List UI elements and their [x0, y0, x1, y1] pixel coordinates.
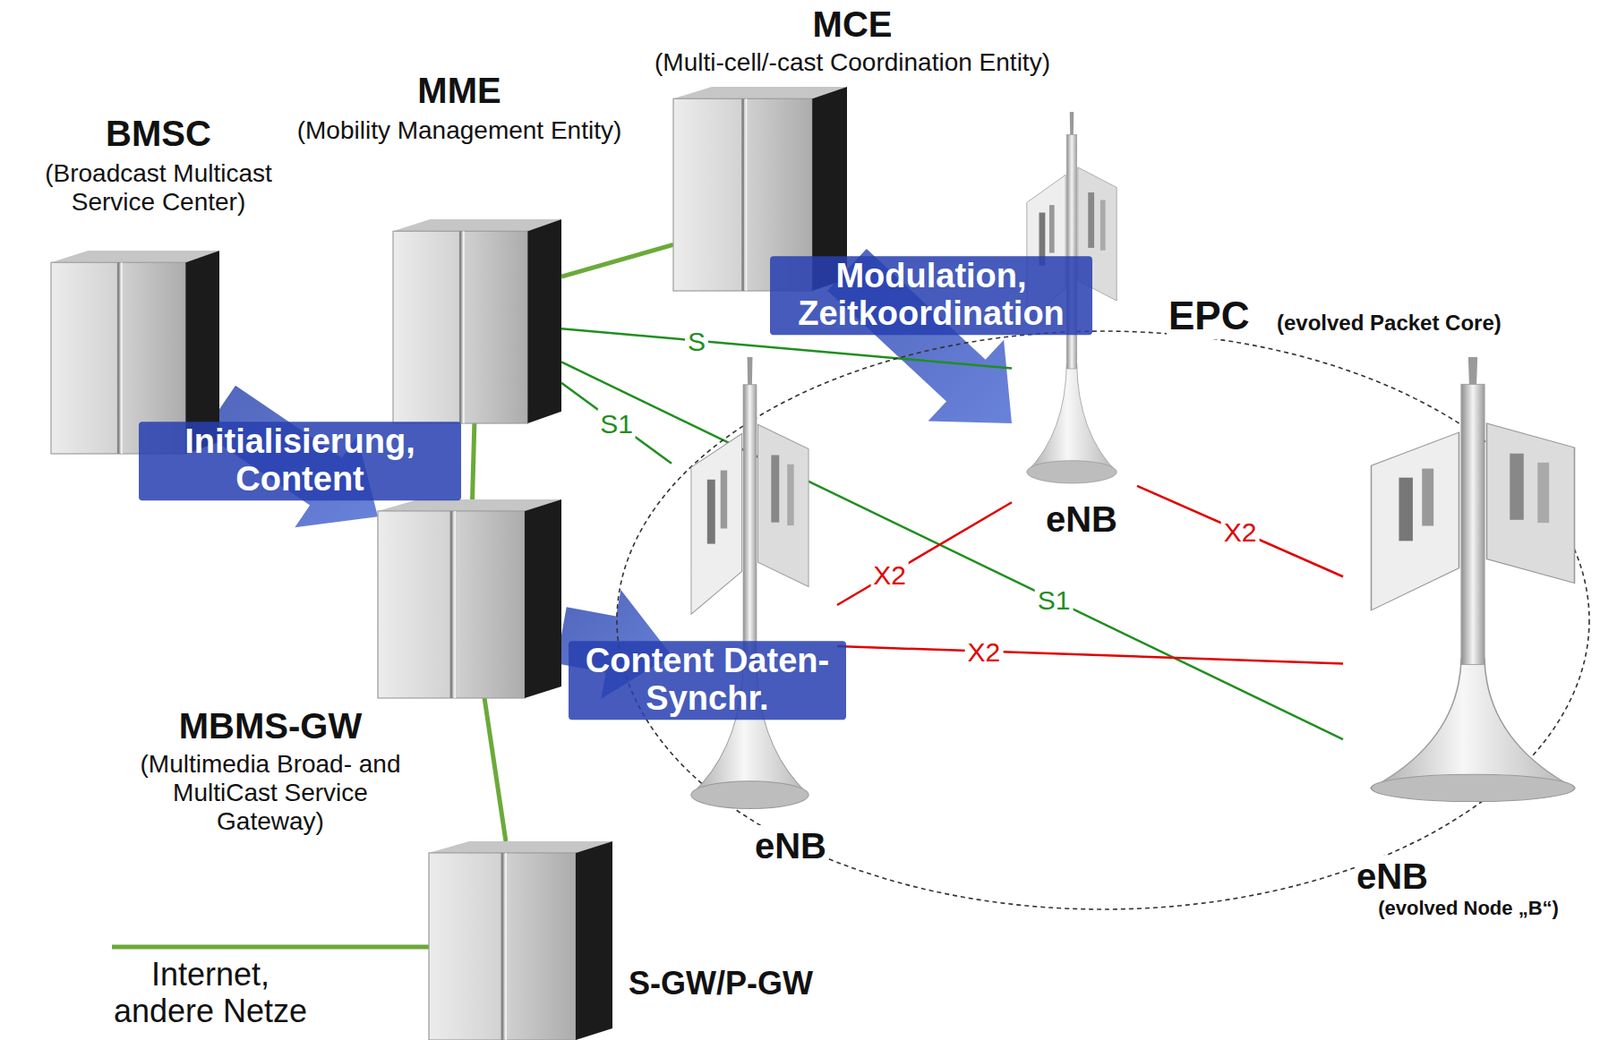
node-heading: BMSC: [103, 112, 214, 155]
server-box: MME(Mobility Management Entity): [393, 219, 562, 424]
antenna-tower: [1357, 357, 1589, 810]
flow-label: Modulation, Zeitkoordination: [770, 256, 1093, 335]
node-heading: eNB: [1354, 855, 1430, 898]
interface-label: S1: [1035, 585, 1074, 616]
node-subtitle: (Broadcast Multicast Service Center): [6, 159, 311, 217]
s1-interface: [561, 361, 1344, 740]
node-subtitle: (Multimedia Broad- and MultiCast Service…: [118, 750, 423, 838]
s1-interface: [561, 328, 1012, 368]
interface-label: X2: [964, 636, 1003, 667]
base-station: eNB(evolved Node „B“): [1343, 353, 1591, 923]
interface-label: S: [684, 325, 709, 356]
interface-label: S1: [597, 408, 636, 438]
server-icon: [377, 499, 562, 699]
server-box: S-GW/P-GW: [428, 841, 613, 1040]
node-subtitle: (evolved Packet Core): [1274, 310, 1504, 336]
dashed-ellipse: [615, 329, 1592, 912]
node-heading: eNB: [752, 825, 829, 867]
node-heading: MCE: [811, 3, 895, 45]
network-label: Internet, andere Netze: [98, 956, 323, 1031]
server-box: MBMS-GW(Multimedia Broad- and MultiCast …: [377, 499, 562, 699]
server-icon: [428, 841, 613, 1040]
node-subtitle: (evolved Node „B“): [1376, 897, 1561, 920]
node-heading: S-GW/P-GW: [626, 965, 815, 1002]
node-subtitle: (Multi-cell/-cast Coordination Entity): [652, 48, 1053, 78]
x2-interface: [837, 502, 1012, 606]
network-region: EPC(evolved Packet Core)eNBeNB(evolved N…: [615, 329, 1592, 912]
base-station: eNB: [671, 353, 838, 882]
node-subtitle: (Mobility Management Entity): [289, 116, 630, 146]
backbone-link: [472, 423, 475, 500]
node-heading: EPC: [1166, 293, 1251, 340]
s1-interface: [561, 383, 672, 464]
backbone-link: [561, 244, 674, 277]
node-heading: MME: [415, 69, 503, 112]
flow-label: Content Daten-Synchr.: [568, 641, 847, 720]
x2-interface: [1137, 486, 1344, 577]
x2-interface: [837, 646, 1344, 664]
flow-label: Initialisierung, Content: [138, 421, 462, 501]
server-icon: [393, 219, 562, 424]
backbone-link: [484, 698, 506, 842]
interface-label: X2: [1221, 516, 1260, 547]
interface-label: X2: [870, 559, 909, 590]
node-heading: eNB: [1043, 498, 1120, 540]
node-heading: MBMS-GW: [177, 705, 364, 747]
antenna-tower: [683, 357, 817, 817]
internet-link: [111, 945, 429, 950]
